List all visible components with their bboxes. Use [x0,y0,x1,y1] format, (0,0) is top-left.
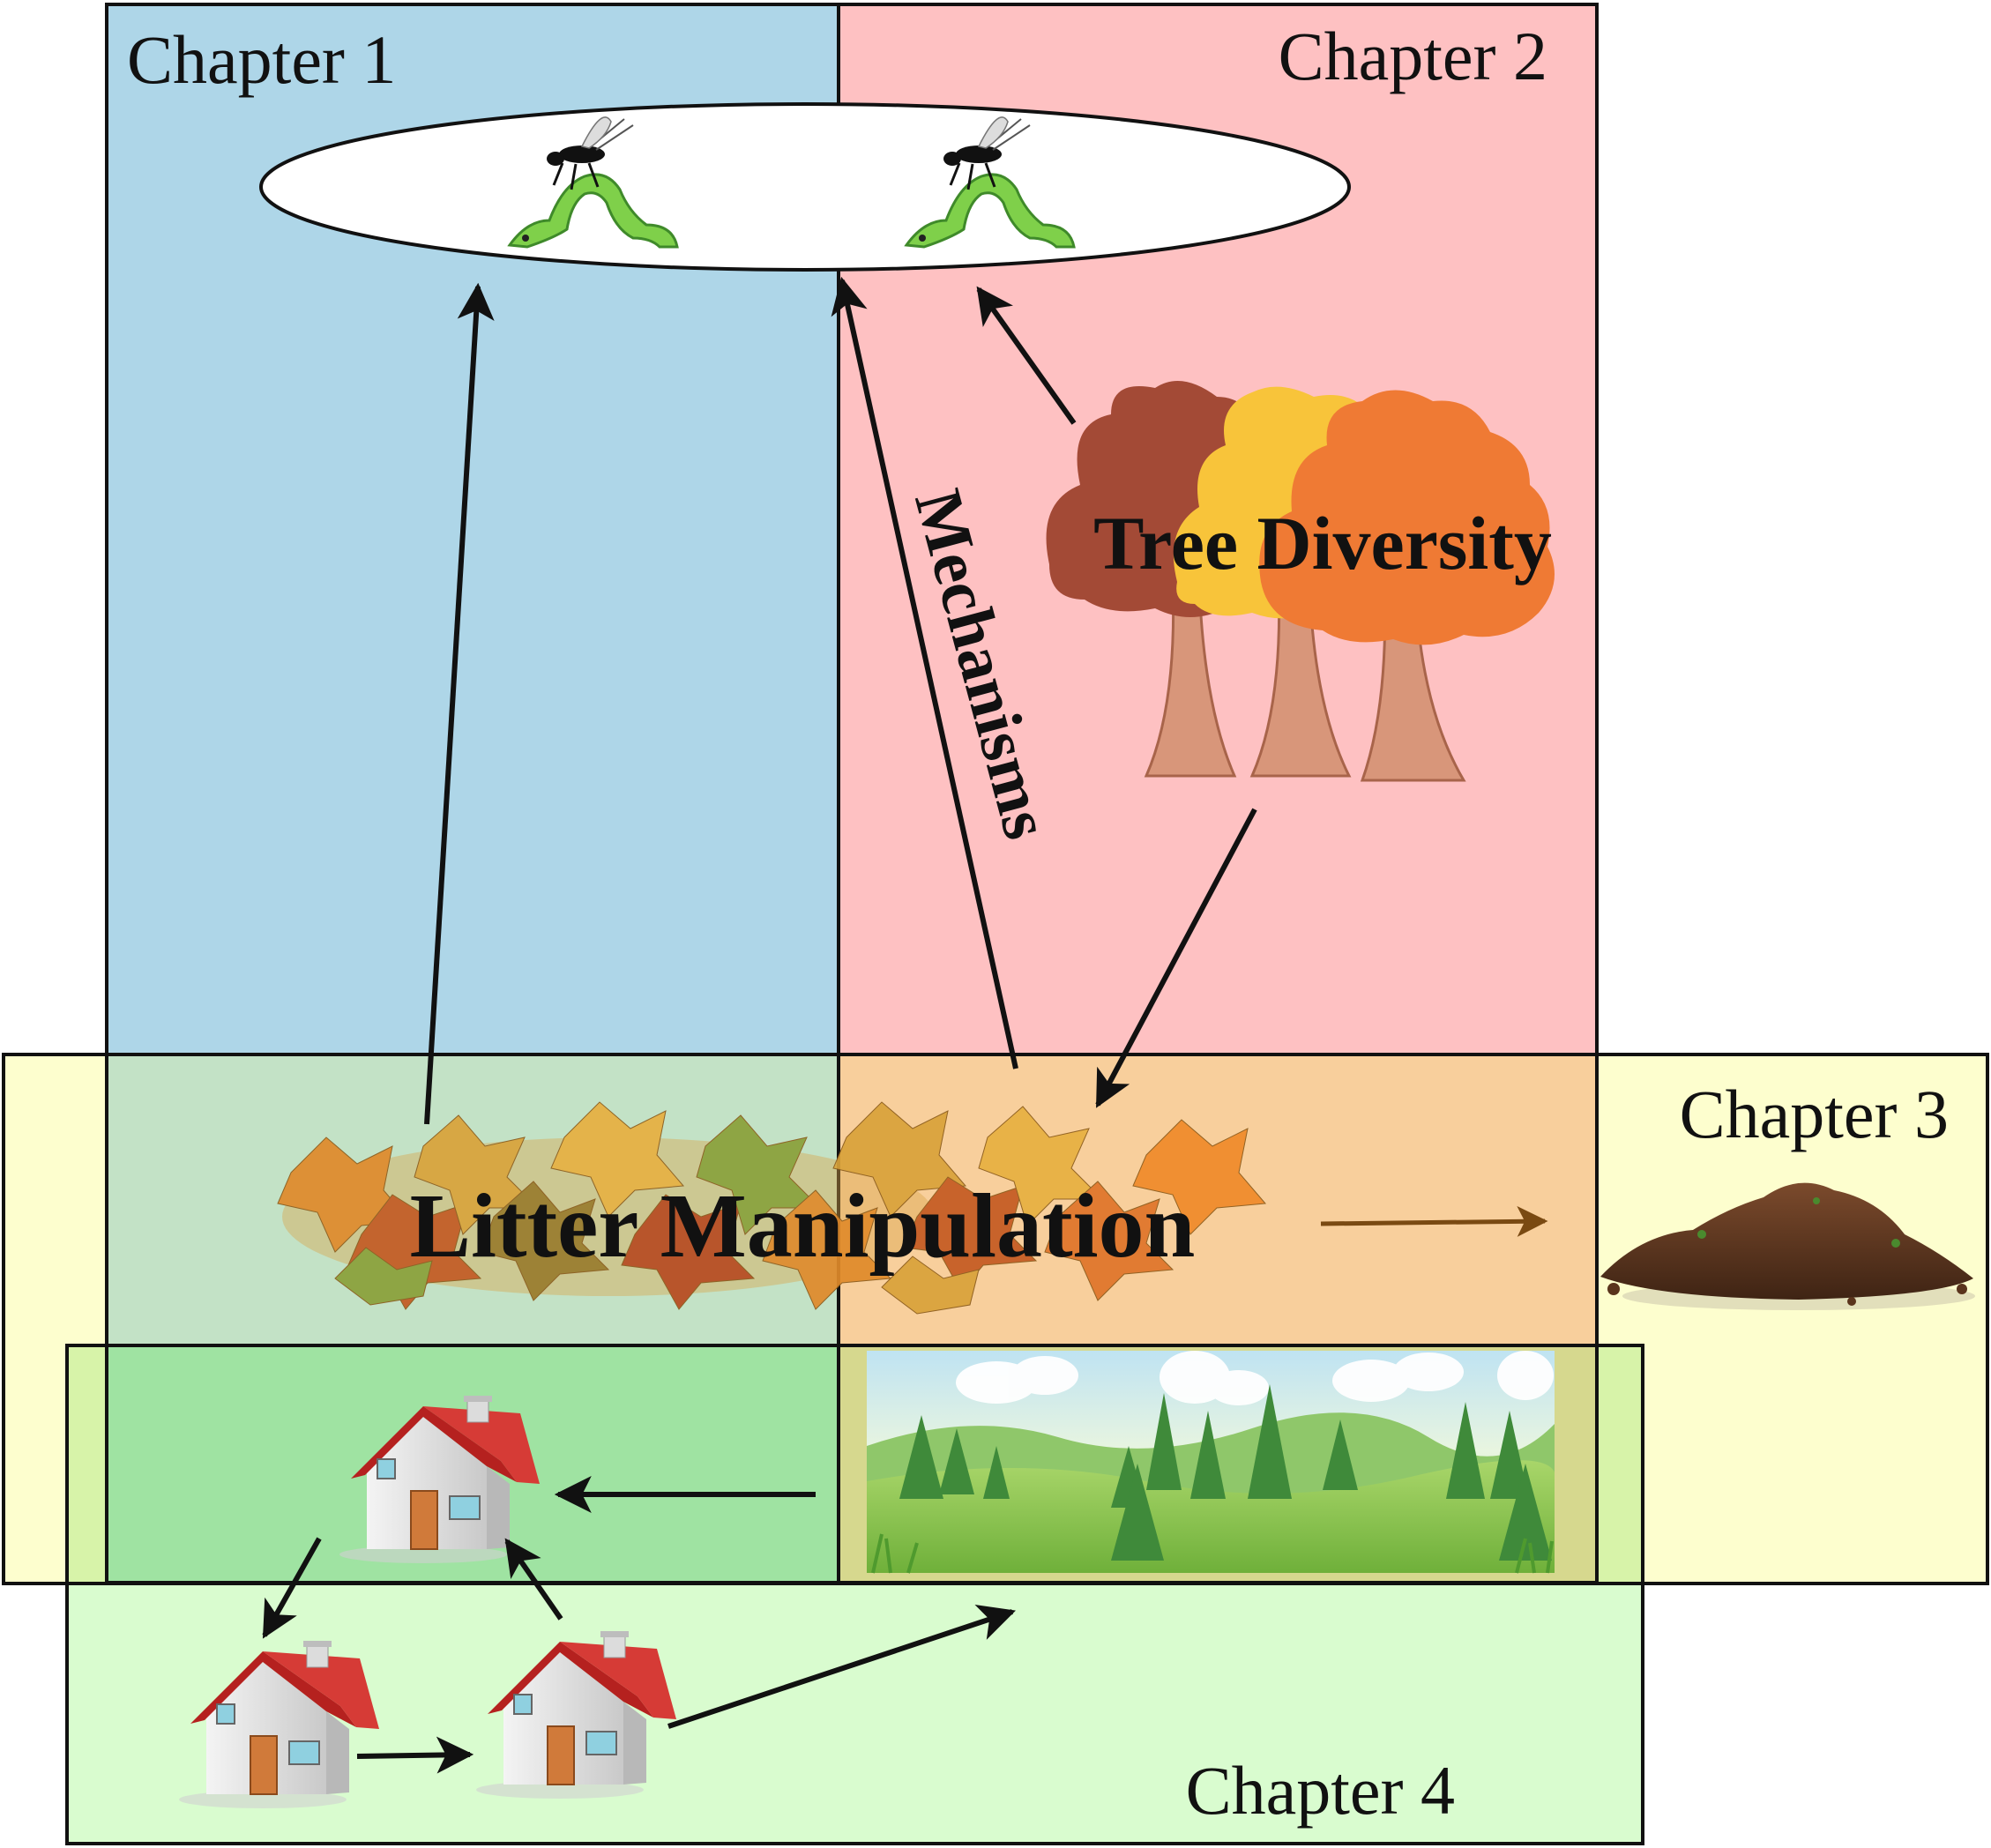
chapter-1-label: Chapter 1 [127,21,396,98]
arrow-house-to-house-left [262,1537,322,1639]
overlap-3-4-right [1597,1345,1643,1583]
arrows [262,276,1548,1774]
arrow-house-to-house-up [504,1538,563,1621]
arrow-litter-to-soil [1320,1205,1548,1237]
chapter-4-outline [65,1344,1644,1845]
litter-manipulation-label: Litter Manipulation [410,1175,1196,1277]
text-labels: Chapter 1 Chapter 2 Chapter 3 Chapter 4 … [127,18,1949,1829]
arrow-house-to-landscape [667,1605,1016,1729]
chapter-3-outline [2,1053,1989,1585]
arrow-trees-to-litter [1095,808,1257,1108]
chapter-3-label: Chapter 3 [1680,1076,1949,1152]
forest-landscape-icon [867,1351,1555,1574]
chapter-outlines [2,3,1989,1845]
three-autumn-trees-icon [1046,381,1555,782]
tree-diversity-label: Tree Diversity [1093,501,1552,585]
arrow-litter-to-chapter1-insects [424,282,495,1125]
soil-pile-icon [1600,1182,1975,1310]
arrow-litter-to-insects-mechanisms [831,276,1018,1069]
chapter-4-label: Chapter 4 [1186,1752,1455,1829]
arrow-house-to-house-bottom [356,1736,474,1774]
arrow-trees-to-insects [976,286,1077,425]
insect-ellipse [259,102,1351,272]
chapter-2-label: Chapter 2 [1279,18,1547,94]
caterpillar-with-parasitoid-wasp-icon [904,116,1076,249]
caterpillar-with-parasitoid-wasp-icon [507,116,679,249]
overlap-3-4-left [67,1345,107,1583]
autumn-leaf-pile-icon [277,1101,1267,1315]
